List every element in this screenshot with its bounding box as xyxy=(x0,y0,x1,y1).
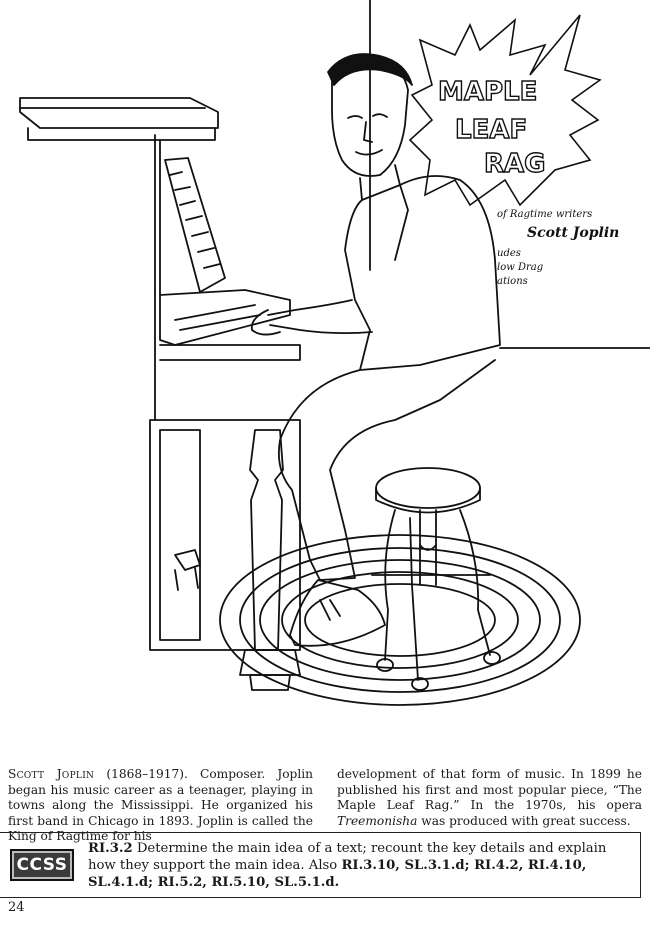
poster-title-line2: LEAF xyxy=(455,115,527,145)
poster-author: Scott Joplin xyxy=(527,225,619,241)
poster-extra-3: ations xyxy=(497,276,528,287)
opera-title: Treemonisha xyxy=(337,813,418,828)
caption-col1-text: (1868–1917). Composer. Joplin began his … xyxy=(8,767,313,843)
poster-title-line3: RAG xyxy=(484,149,545,179)
ccss-standard-box: CCSS RI.3.2 Determine the main idea of a… xyxy=(0,832,641,898)
standard-description: Determine the main idea of a text; recou… xyxy=(88,840,607,873)
caption-col2-text: development of that form of music. In 18… xyxy=(337,767,642,812)
standard-text: RI.3.2 Determine the main idea of a text… xyxy=(88,840,640,891)
caption-col2-end: was produced with great success. xyxy=(417,813,631,828)
caption-column-1: Scott Joplin (1868–1917). Composer. Jopl… xyxy=(8,767,313,845)
poster-subtitle: of Ragtime writers xyxy=(497,209,592,220)
standard-also-codes: RI.3.10, SL.3.1.d; RI.4.2, RI.4.10, SL.4… xyxy=(88,857,587,890)
maple-leaf-icon xyxy=(408,14,602,207)
ccss-badge: CCSS xyxy=(10,849,74,881)
scott-joplin-illustration: MAPLE LEAF RAG of Ragtime writers Scott … xyxy=(19,0,650,706)
caption: Scott Joplin (1868–1917). Composer. Jopl… xyxy=(8,767,642,845)
poster-extra-2: low Drag xyxy=(497,262,543,273)
caption-column-2: development of that form of music. In 18… xyxy=(337,767,642,845)
page-number: 24 xyxy=(8,900,25,915)
standard-code: RI.3.2 xyxy=(88,840,133,856)
poster-extra-1: udes xyxy=(497,248,521,259)
poster-title-line1: MAPLE xyxy=(438,77,537,107)
caption-name: Scott Joplin xyxy=(8,767,95,781)
